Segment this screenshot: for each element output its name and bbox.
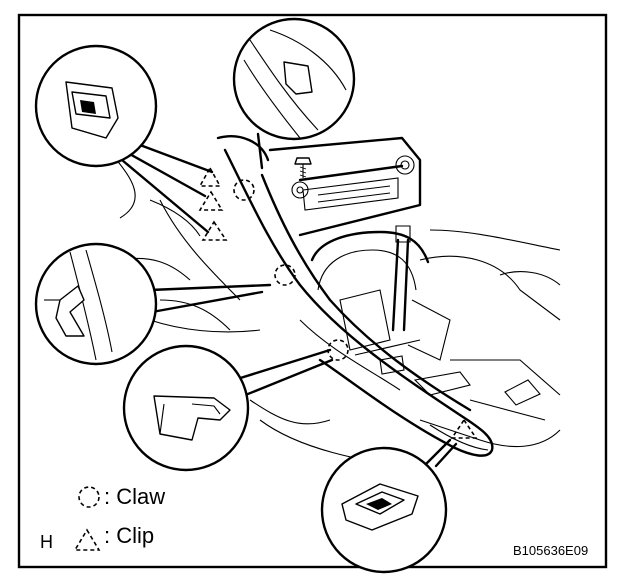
clip-marker-group	[198, 166, 478, 439]
legend-clip-icon	[73, 528, 101, 551]
clip-marker	[450, 418, 478, 439]
lower-claw-callout	[122, 344, 250, 472]
screw-icon	[294, 157, 312, 178]
figure-code: B105636E09	[513, 543, 589, 558]
claw-marker	[327, 339, 349, 361]
legend-claw-label: : Claw	[104, 484, 166, 509]
claw-marker	[274, 264, 296, 286]
clip-marker	[201, 220, 228, 241]
diagram-frame	[17, 13, 608, 569]
claw-marker-group	[233, 179, 349, 361]
bottom-clip-callout	[320, 446, 448, 574]
claw-detail-callout	[232, 17, 356, 141]
clip-detail-callout	[34, 44, 158, 168]
legend-hint-letter: H	[40, 532, 53, 552]
console-drawing	[107, 135, 561, 471]
clip-marker	[198, 166, 222, 187]
legend-claw-icon	[78, 486, 100, 508]
clip-marker	[198, 190, 224, 211]
legend-clip-label: : Clip	[104, 523, 155, 548]
claw-marker	[233, 179, 255, 201]
side-claw-callout	[34, 242, 158, 366]
